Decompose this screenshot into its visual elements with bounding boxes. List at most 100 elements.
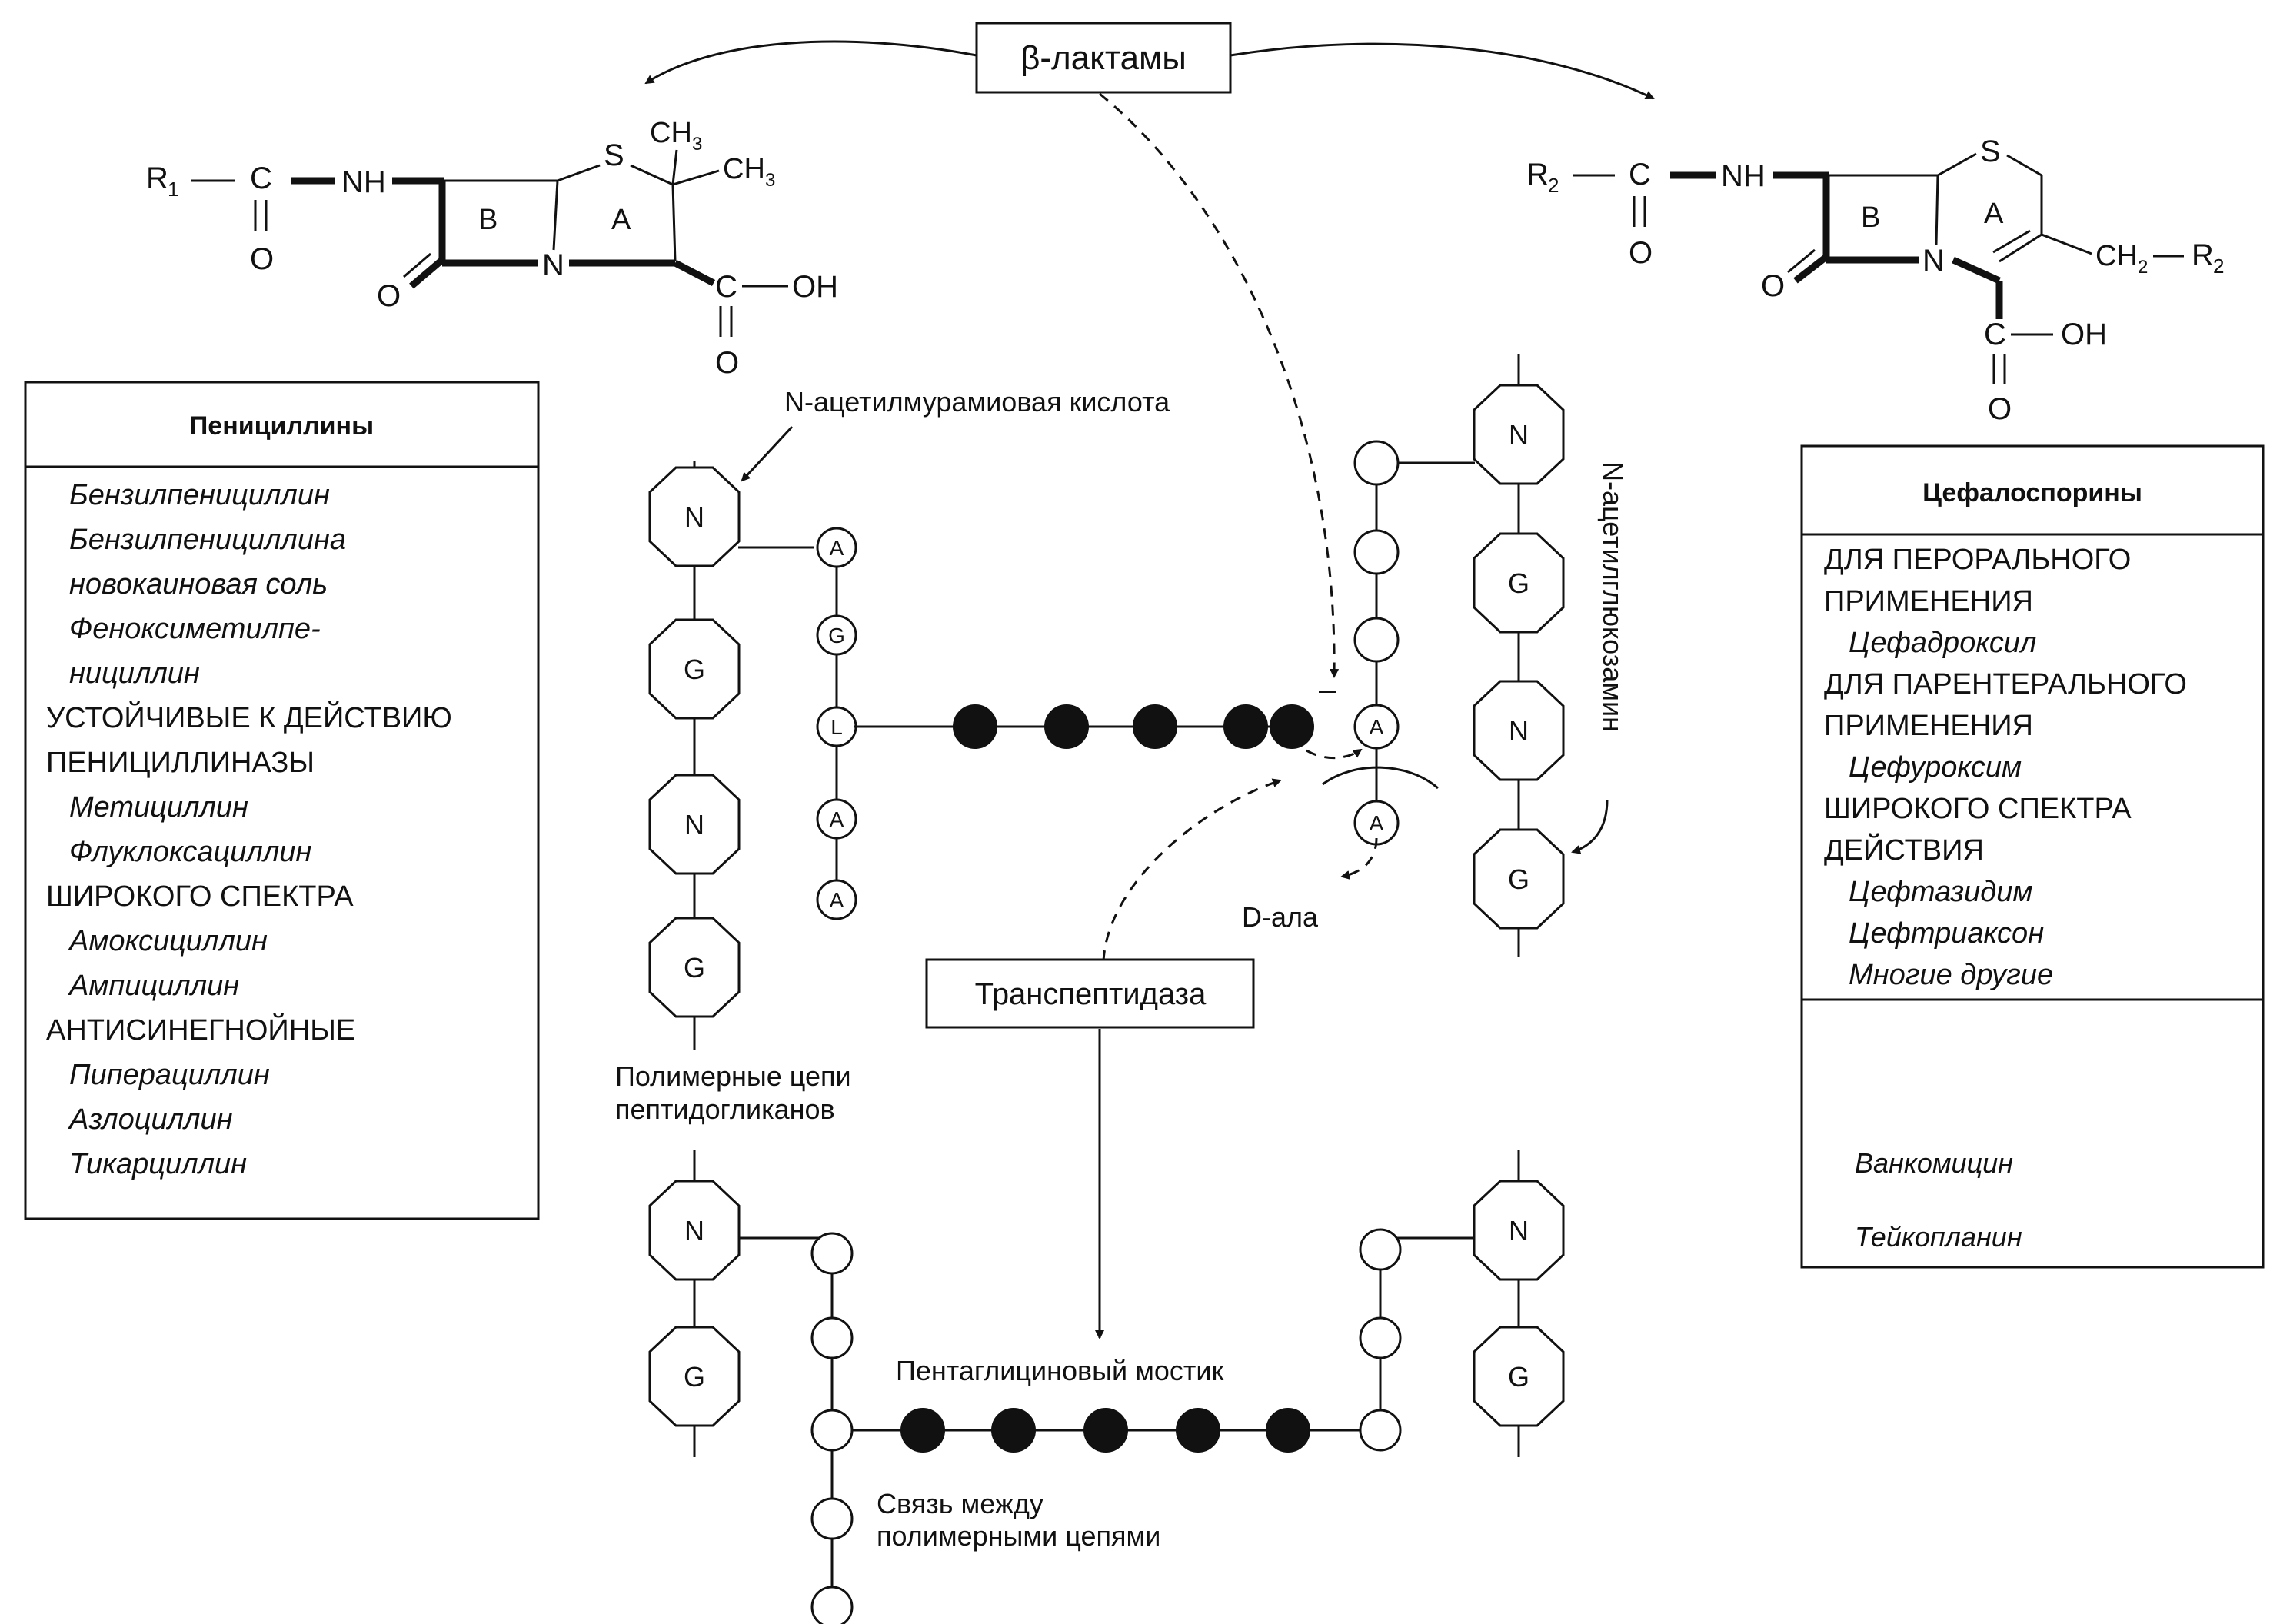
glycine-circle bbox=[900, 1408, 945, 1453]
pentaglycine-label: Пентаглициновый мостик bbox=[896, 1355, 1223, 1386]
penicillin-item: ПЕНИЦИЛЛИНАЗЫ bbox=[46, 747, 315, 779]
nag-label: N-ацетилглюкозамин bbox=[1597, 461, 1629, 732]
sugar-g-hexagon bbox=[648, 1326, 741, 1427]
amino-acid-circle bbox=[810, 1586, 854, 1624]
cephalosporins-title: Цефалоспорины bbox=[1922, 478, 2142, 508]
amino-acid-circle bbox=[816, 879, 857, 920]
amino-acid-circle bbox=[816, 527, 857, 568]
penicillin-item: АНТИСИНЕГНОЙНЫЕ bbox=[46, 1012, 355, 1047]
glycine-circle bbox=[1270, 704, 1314, 749]
pen-o1-label: O bbox=[250, 242, 274, 276]
right-sugar-hexagons-bottom: NG bbox=[1473, 1180, 1565, 1427]
nag-arrow bbox=[1571, 799, 1609, 854]
glycine-circle bbox=[1223, 704, 1268, 749]
pen-s-label: S bbox=[604, 138, 624, 172]
ceph-ring-b: B bbox=[1861, 201, 1880, 234]
beta-lactams-label: β-лактамы bbox=[1020, 39, 1187, 77]
sugar-n-hexagon-letter: N bbox=[684, 1215, 704, 1246]
pen-nh-label: NH bbox=[341, 165, 386, 199]
cephalosporins-list: ДЛЯ ПЕРОРАЛЬНОГОПРИМЕНЕНИЯЦефадроксилДЛЯ… bbox=[1824, 544, 2187, 991]
cephalosporin-item: ДЛЯ ПАРЕНТЕРАЛЬНОГО bbox=[1824, 668, 2187, 701]
amino-acid-circle bbox=[816, 614, 857, 656]
sugar-n-hexagon-letter: N bbox=[684, 809, 704, 840]
penicillin-item: Тикарциллин bbox=[69, 1148, 247, 1180]
ceph-r-label: R bbox=[1526, 158, 1549, 191]
glycopeptide-item: Тейкопланин bbox=[1855, 1221, 2022, 1253]
sugar-g-hexagon-letter: G bbox=[1508, 1361, 1529, 1393]
penicillin-structure: R 1 C O NH B O N S A CH 3 CH 3 C OH bbox=[146, 117, 838, 380]
cephalosporin-item: Цефтриаксон bbox=[1849, 917, 2044, 950]
sugar-n-hexagon bbox=[1473, 1180, 1565, 1281]
penicillin-item: нициллин bbox=[69, 657, 200, 690]
sugar-g-hexagon bbox=[1473, 532, 1565, 634]
pen-o3-label: O bbox=[715, 346, 739, 380]
sugar-n-hexagon-letter: N bbox=[1509, 1215, 1529, 1246]
cephalosporin-item: Цефадроксил bbox=[1849, 627, 2036, 659]
amino-acid-circle bbox=[810, 1316, 854, 1359]
sugar-n-hexagon bbox=[1473, 680, 1565, 781]
amino-acid-circle-letter: A bbox=[830, 888, 844, 912]
pen-ch3-1-sub: 3 bbox=[692, 134, 702, 155]
sugar-n-hexagon bbox=[648, 1180, 741, 1281]
right-peptide-stem: AA bbox=[1353, 440, 1400, 846]
ceph-r2-sub: 2 bbox=[2213, 255, 2224, 278]
ceph-nh-label: NH bbox=[1721, 159, 1766, 193]
sugar-g-hexagon-letter: G bbox=[684, 1361, 705, 1393]
penicillins-title: Пенициллины bbox=[189, 411, 374, 441]
pen-ch3-2: CH bbox=[723, 153, 765, 185]
pen-oh-label: OH bbox=[792, 270, 838, 304]
amino-acid-circle bbox=[1353, 440, 1400, 486]
ceph-c2-label: C bbox=[1984, 318, 2006, 351]
amino-acid-circle bbox=[810, 1409, 854, 1452]
bottom-left-peptide bbox=[810, 1232, 854, 1624]
sugar-g-hexagon bbox=[1473, 1326, 1565, 1427]
sugar-n-hexagon-letter: N bbox=[684, 501, 704, 533]
amino-acid-circle bbox=[810, 1497, 854, 1540]
transpeptidase-label: Транспептидаза bbox=[975, 977, 1207, 1011]
pen-n-label: N bbox=[542, 248, 564, 282]
penicillin-item: Бензилпенициллин bbox=[69, 479, 330, 511]
sugar-g-hexagon bbox=[648, 618, 741, 720]
pen-ring-a: A bbox=[611, 204, 631, 236]
dashed-arrow-dala bbox=[1340, 837, 1378, 880]
sugar-n-hexagon-letter: N bbox=[1509, 419, 1529, 451]
transpeptidase-box: Транспептидаза bbox=[925, 958, 1255, 1029]
ceph-o3-label: O bbox=[1988, 392, 2012, 426]
sugar-n-hexagon bbox=[648, 466, 741, 567]
pen-ch3-2-sub: 3 bbox=[765, 170, 775, 191]
nam-arrow bbox=[741, 425, 794, 482]
penicillin-item: Бензилпенициллина bbox=[69, 524, 346, 556]
amino-acid-circle bbox=[816, 798, 857, 840]
glycopeptide-item: Ванкомицин bbox=[1855, 1147, 2013, 1179]
left-sugar-hexagons-bottom: NG bbox=[648, 1180, 741, 1427]
sugar-g-hexagon-letter: G bbox=[1508, 567, 1529, 599]
amino-acid-circle bbox=[1353, 617, 1400, 663]
penicillin-item: ШИРОКОГО СПЕКТРА bbox=[46, 880, 354, 913]
ceph-n-label: N bbox=[1922, 244, 1945, 278]
ceph-oh-label: OH bbox=[2061, 318, 2107, 351]
arrow-to-penicillin bbox=[644, 40, 977, 85]
ceph-r-sub: 2 bbox=[1548, 174, 1559, 197]
nam-label: N-ацетилмурамиовая кислота bbox=[784, 386, 1170, 418]
cephalosporin-item: ДЛЯ ПЕРОРАЛЬНОГО bbox=[1824, 544, 2131, 576]
penicillin-item: Пиперациллин bbox=[69, 1059, 270, 1091]
cephalosporin-item: ШИРОКОГО СПЕКТРА bbox=[1824, 793, 2132, 825]
penicillin-item: Метициллин bbox=[69, 791, 248, 824]
pentaglycine-bridge bbox=[900, 1408, 1310, 1453]
penicillin-item: новокаиновая соль bbox=[69, 568, 328, 601]
minus-sign: – bbox=[1319, 673, 1336, 707]
cephalosporin-item: Цефуроксим bbox=[1849, 751, 2022, 784]
penicillin-item: УСТОЙЧИВЫЕ К ДЕЙСТВИЮ bbox=[46, 700, 452, 734]
amino-acid-circle bbox=[1353, 704, 1400, 750]
sugar-g-hexagon bbox=[648, 917, 741, 1018]
link-label-2: полимерными цепями bbox=[877, 1520, 1160, 1552]
bottom-right-peptide bbox=[1359, 1228, 1402, 1452]
penicillin-item: Ампициллин bbox=[68, 970, 239, 1002]
arrow-to-cephalosporin bbox=[1230, 42, 1655, 100]
